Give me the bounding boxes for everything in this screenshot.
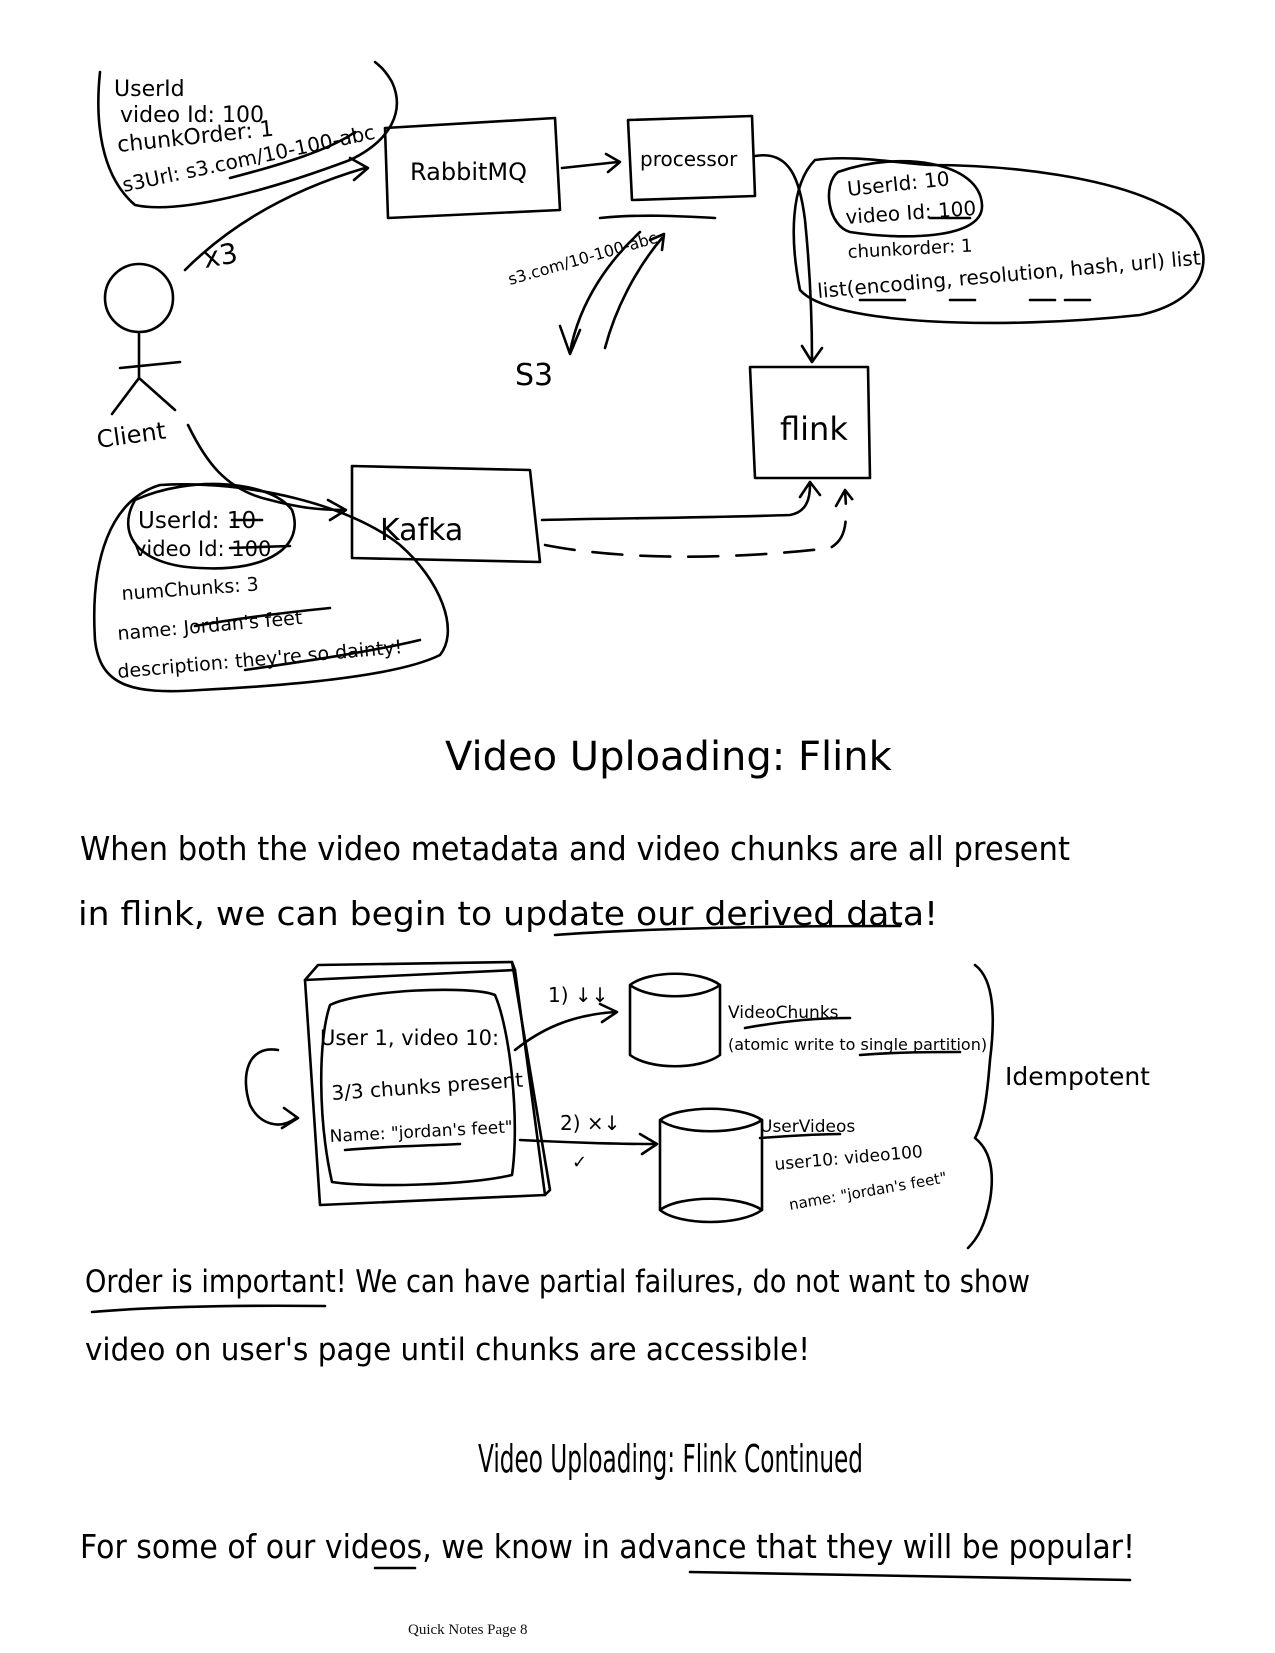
bottom-bubble-line-1: UserId: 10 <box>138 508 256 534</box>
videochunks-underline <box>743 1016 852 1030</box>
state-line-3: Name: "jordan's feet" <box>329 1117 513 1147</box>
section1-para-line-2: in flink, we can begin to update our der… <box>78 894 938 933</box>
bottom-underline-3 <box>193 606 332 628</box>
top-bubble-line-2: video Id: 100 <box>120 103 264 128</box>
state-line-2: 3/3 chunks present <box>331 1068 524 1105</box>
top-bubble-underline <box>228 130 357 180</box>
arrow-client-to-rabbit <box>183 156 370 272</box>
state-box-inner <box>319 988 517 1187</box>
uservideos-db <box>658 1107 764 1224</box>
client-head <box>103 262 175 334</box>
section1-para-line-1: When both the video metadata and video c… <box>80 829 1070 868</box>
arrow-processor-to-s3 <box>558 230 642 356</box>
videochunks-note: (atomic write to single partition) <box>728 1035 987 1054</box>
rabbitmq-box <box>383 116 562 220</box>
bottom-underline-2 <box>228 544 292 550</box>
client-label: Client <box>95 417 168 454</box>
rabbitmq-label: RabbitMQ <box>410 158 527 186</box>
step-2-check: ✓ <box>572 1152 587 1173</box>
step-2-label: 2) ×↓ <box>560 1111 620 1135</box>
arrow-kafka-to-flink <box>540 480 822 522</box>
processor-label: processor <box>640 147 738 171</box>
derived-data-underline <box>553 924 902 937</box>
uservideos-label: UserVideos <box>760 1117 855 1137</box>
arrow-to-videochunks <box>513 1002 619 1052</box>
kafka-box <box>350 464 542 564</box>
s3-path-label: s3.com/10-100-abc <box>506 228 660 289</box>
single-partition-underline <box>858 1050 962 1057</box>
arrow-s3-to-processor <box>603 232 666 350</box>
popular-underline <box>688 1570 1132 1582</box>
s3-label: S3 <box>515 358 553 393</box>
section2-title: Video Uploading: Flink Continued <box>478 1437 863 1481</box>
top-bubble-line-1: UserId <box>114 77 185 102</box>
section2-para: For some of our videos, we know in advan… <box>80 1527 1135 1566</box>
page-footer: Quick Notes Page 8 <box>408 1622 528 1638</box>
x3-label: x3 <box>200 236 240 274</box>
processor-s3-line <box>598 214 717 220</box>
right-bubble-line-2: video Id: 100 <box>845 196 977 229</box>
order-line-1: Order is important! We can have partial … <box>85 1264 1030 1300</box>
uservideos-line-1: user10: video100 <box>774 1142 924 1175</box>
bottom-bubble-outline <box>93 483 450 693</box>
kafka-label: Kafka <box>380 513 463 548</box>
right-inner-ellipse <box>827 160 984 238</box>
section1-title: Video Uploading: Flink <box>445 734 893 780</box>
state-name-underline <box>343 1142 462 1152</box>
bottom-bubble-line-3: numChunks: 3 <box>121 573 260 605</box>
bottom-bubble-line-4: name: Jordan's feet <box>117 607 304 645</box>
top-bubble-text: UserId video Id: 100 chunkOrder: 1 s3Url… <box>114 77 377 197</box>
arrow-rabbit-to-processor <box>560 152 622 174</box>
bottom-underline-4 <box>243 638 422 672</box>
right-bubble-line-1: UserId: 10 <box>846 166 951 201</box>
arrow-kafka-to-flink-dashed <box>543 488 858 558</box>
flink-label: flink <box>780 410 848 448</box>
idempotent-brace <box>966 963 995 1250</box>
state-line-1: User 1, video 10: <box>320 1026 499 1050</box>
processor-box <box>626 114 757 202</box>
client-body <box>110 332 182 416</box>
bottom-bubble-text: UserId: 10 video Id: 100 numChunks: 3 na… <box>117 508 404 683</box>
top-bubble-outline <box>97 60 399 209</box>
uservideos-underline <box>758 1132 842 1140</box>
order-line-2: video on user's page until chunks are ac… <box>85 1332 810 1368</box>
order-underline <box>90 1304 327 1314</box>
videochunks-label: VideoChunks <box>728 1003 839 1023</box>
arrow-processor-to-flink <box>753 153 824 364</box>
right-bubble-line-3: chunkorder: 1 <box>847 235 973 263</box>
arrow-to-uservideos <box>518 1132 659 1156</box>
flink-box <box>748 365 872 480</box>
bottom-bubble-line-2: video Id: 100 <box>134 537 271 561</box>
arrow-client-to-kafka <box>186 423 348 522</box>
uservideos-line-2: name: "jordan's feet" <box>788 1168 949 1214</box>
bottom-inner-ellipse <box>126 482 296 570</box>
idempotent-label: Idempotent <box>1005 1062 1150 1091</box>
step-1-label: 1) ↓↓ <box>548 983 608 1007</box>
loop-arrow <box>244 1048 300 1130</box>
videochunks-db <box>628 972 722 1068</box>
state-box-3d <box>303 960 552 1197</box>
